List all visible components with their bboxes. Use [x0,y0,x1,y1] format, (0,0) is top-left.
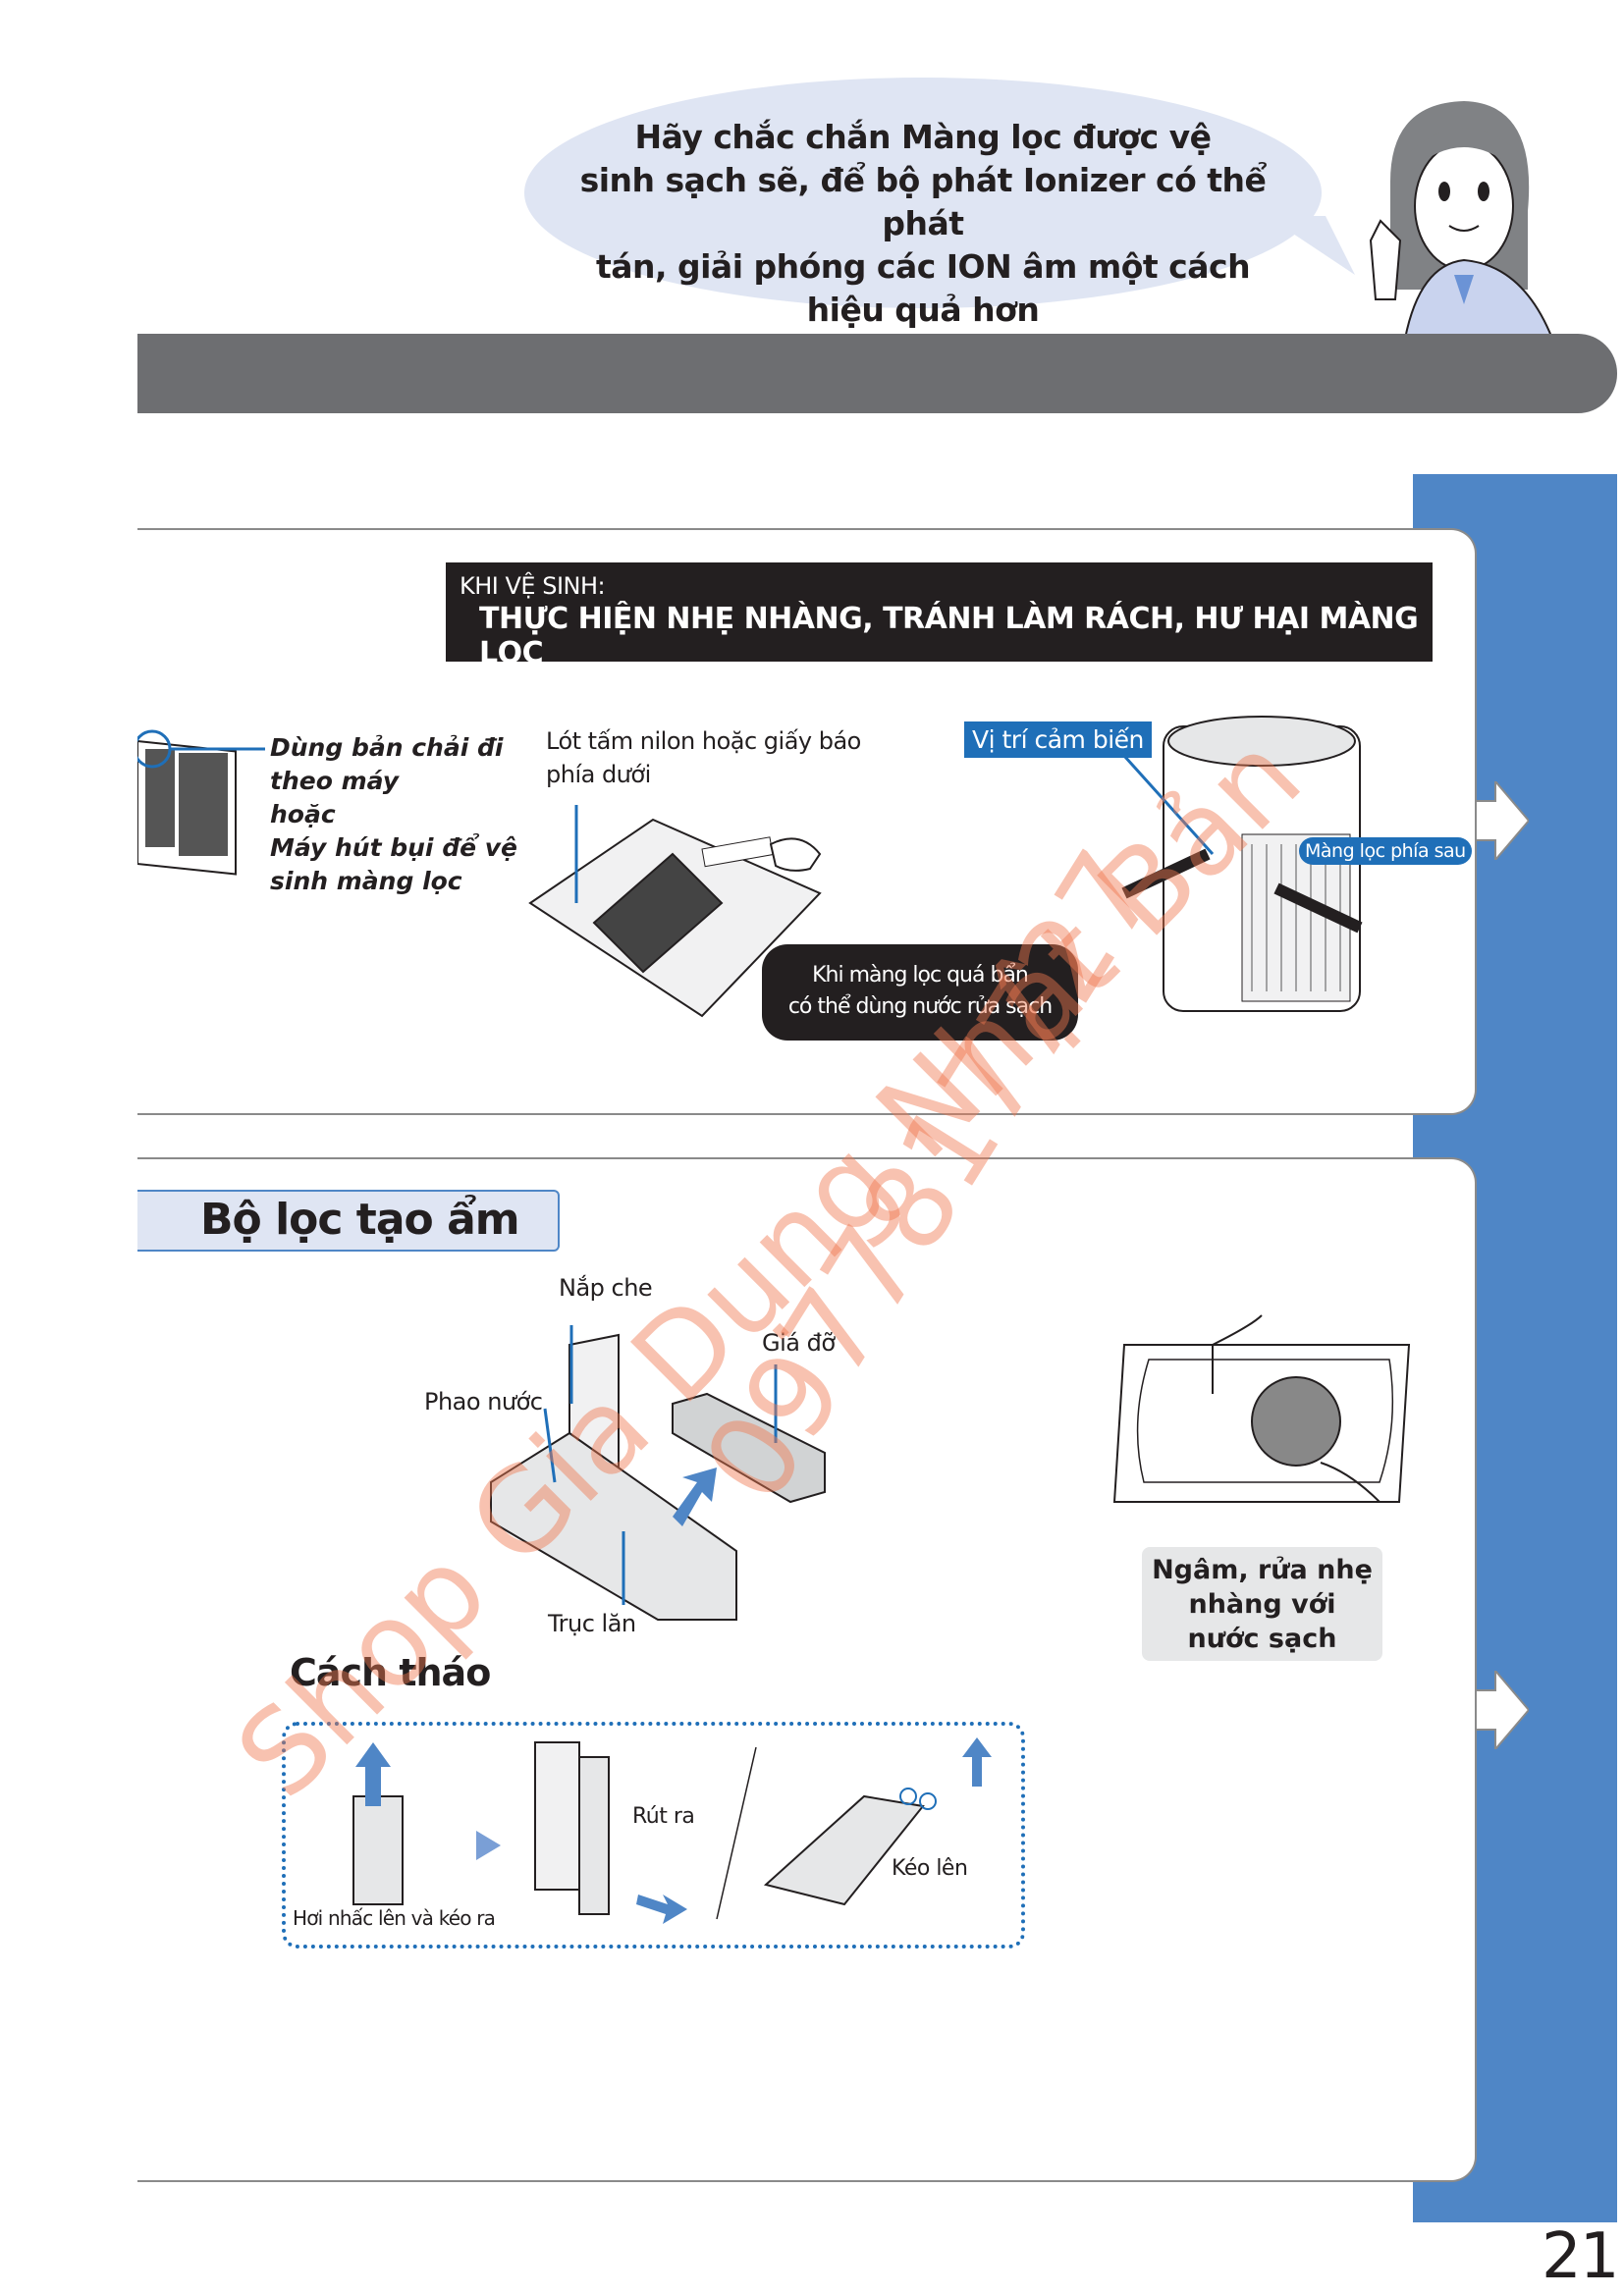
woman-mascot-illustration [1369,101,1554,339]
banner-heading: KHI VỆ SINH: [460,572,606,600]
humidifier-filter-panel [137,1157,1477,2182]
section-header-bar [137,334,1617,413]
speech-text: Hãy chắc chắn Màng lọc được vệ sinh sạch… [535,116,1311,332]
note-line: Ngâm, rửa nhẹ [1152,1555,1373,1585]
section-title: Bộ lọc tạo ẩm [137,1190,560,1252]
speech-bubble [524,78,1322,308]
note-line: Khi màng lọc quá bẩn [812,963,1029,988]
float-label: Phao nước [424,1388,543,1415]
note-line: có thể dùng nước rửa sạch [787,994,1053,1019]
speech-line: Hãy chắc chắn Màng lọc được vệ [634,118,1212,156]
caution-banner: KHI VỆ SINH: THỰC HIỆN NHẸ NHÀNG, TRÁNH … [446,562,1433,670]
note-line: nước sạch [1187,1624,1337,1654]
speech-line: sinh sạch sẽ, để bộ phát Ionizer có thể … [579,161,1267,242]
holder-label: Giá đỡ [762,1329,836,1357]
note-line: Dùng bản chải đi [270,733,504,762]
note-line: nhàng với [1188,1589,1336,1620]
soak-note: Ngâm, rửa nhẹ nhàng với nước sạch [1142,1547,1382,1661]
page-number: 21 [1542,2220,1619,2293]
banner-message: THỰC HIỆN NHẸ NHÀNG, TRÁNH LÀM RÁCH, HƯ … [479,602,1419,670]
speech-line: tán, giải phóng các ION âm một cách [595,247,1251,286]
step-pull-up-label: Kéo lên [892,1856,968,1881]
note-line: theo máy [270,767,400,795]
bubble-tail [1267,216,1355,275]
sink-soak-illustration [1112,1314,1411,1503]
note-line: sinh màng lọc [270,867,462,895]
note-line: Lót tấm nilon hoặc giấy báo [546,727,861,755]
wash-note: Khi màng lọc quá bẩn có thể dùng nước rử… [762,944,1078,1041]
note-line: Máy hút bụi để vệ [270,833,518,862]
speech-line: hiệu quả hơn [806,291,1040,329]
next-arrow-icon [1476,781,1529,860]
sheet-note: Lót tấm nilon hoặc giấy báo phía dưới [546,724,861,791]
next-arrow-icon [1476,1671,1529,1749]
step-lift-label: Hơi nhấc lên và kéo ra [293,1906,496,1930]
air-purifier-illustration [1121,716,1363,1012]
humidifier-tray-illustration [490,1325,826,1621]
roller-label: Trục lăn [548,1610,636,1637]
filter-on-sheet-illustration [528,805,822,1018]
brush-note: Dùng bản chải đi theo máy hoặc Máy hút b… [270,731,517,898]
step-pull-out-label: Rút ra [632,1804,695,1829]
removal-steps-illustration [352,1737,992,1924]
note-line: phía dưới [546,761,651,788]
filter-brush-illustration [137,729,265,876]
sensor-location-label: Vị trí cảm biến [964,721,1152,758]
removal-steps-box [282,1722,1025,1949]
removal-title: Cách tháo [290,1651,491,1694]
rear-filter-label: Màng lọc phía sau [1299,837,1472,865]
cover-label: Nắp che [559,1274,653,1302]
note-line: hoặc [270,800,336,828]
